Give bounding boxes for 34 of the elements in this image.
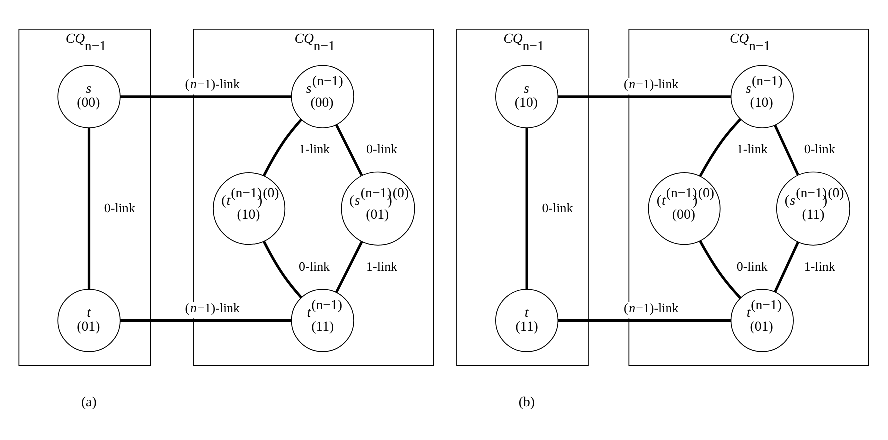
connector	[699, 118, 742, 177]
edge-label: 0-link	[366, 141, 398, 156]
connector	[774, 124, 800, 176]
connector	[699, 240, 742, 299]
node-circle: s (00)	[58, 64, 121, 128]
connector	[262, 118, 303, 176]
node-circle: t (01)	[58, 288, 121, 352]
connector	[335, 240, 364, 293]
connector	[262, 240, 303, 298]
edge-label: 0-link	[736, 258, 768, 274]
label: (a)	[81, 394, 97, 409]
edge-label: 1-link	[736, 141, 768, 156]
edge-label: 0-link	[804, 141, 836, 156]
edge-label: 1-link	[366, 258, 398, 274]
edge-label: (n−1)-link	[624, 300, 679, 316]
edge-label: 0-link	[299, 258, 330, 274]
connector	[120, 95, 292, 98]
label: (b)	[518, 394, 535, 409]
connector	[526, 128, 528, 289]
edge-label: (n−1)-link	[624, 76, 679, 92]
node-circle: t (11)	[495, 288, 559, 352]
edge-label: 1-link	[299, 141, 330, 156]
connector	[120, 318, 292, 322]
connector	[558, 95, 732, 98]
connector	[558, 318, 732, 322]
connector	[774, 241, 800, 292]
connector	[335, 124, 364, 176]
node-circle: s (10)	[495, 64, 559, 128]
edge-label: (n−1)-link	[185, 300, 240, 316]
edge-label: 1-link	[804, 258, 836, 274]
connector	[88, 128, 91, 289]
edge-label: 0-link	[542, 200, 574, 215]
edge-label: 0-link	[104, 200, 136, 215]
edge-label: (n−1)-link	[185, 76, 240, 92]
